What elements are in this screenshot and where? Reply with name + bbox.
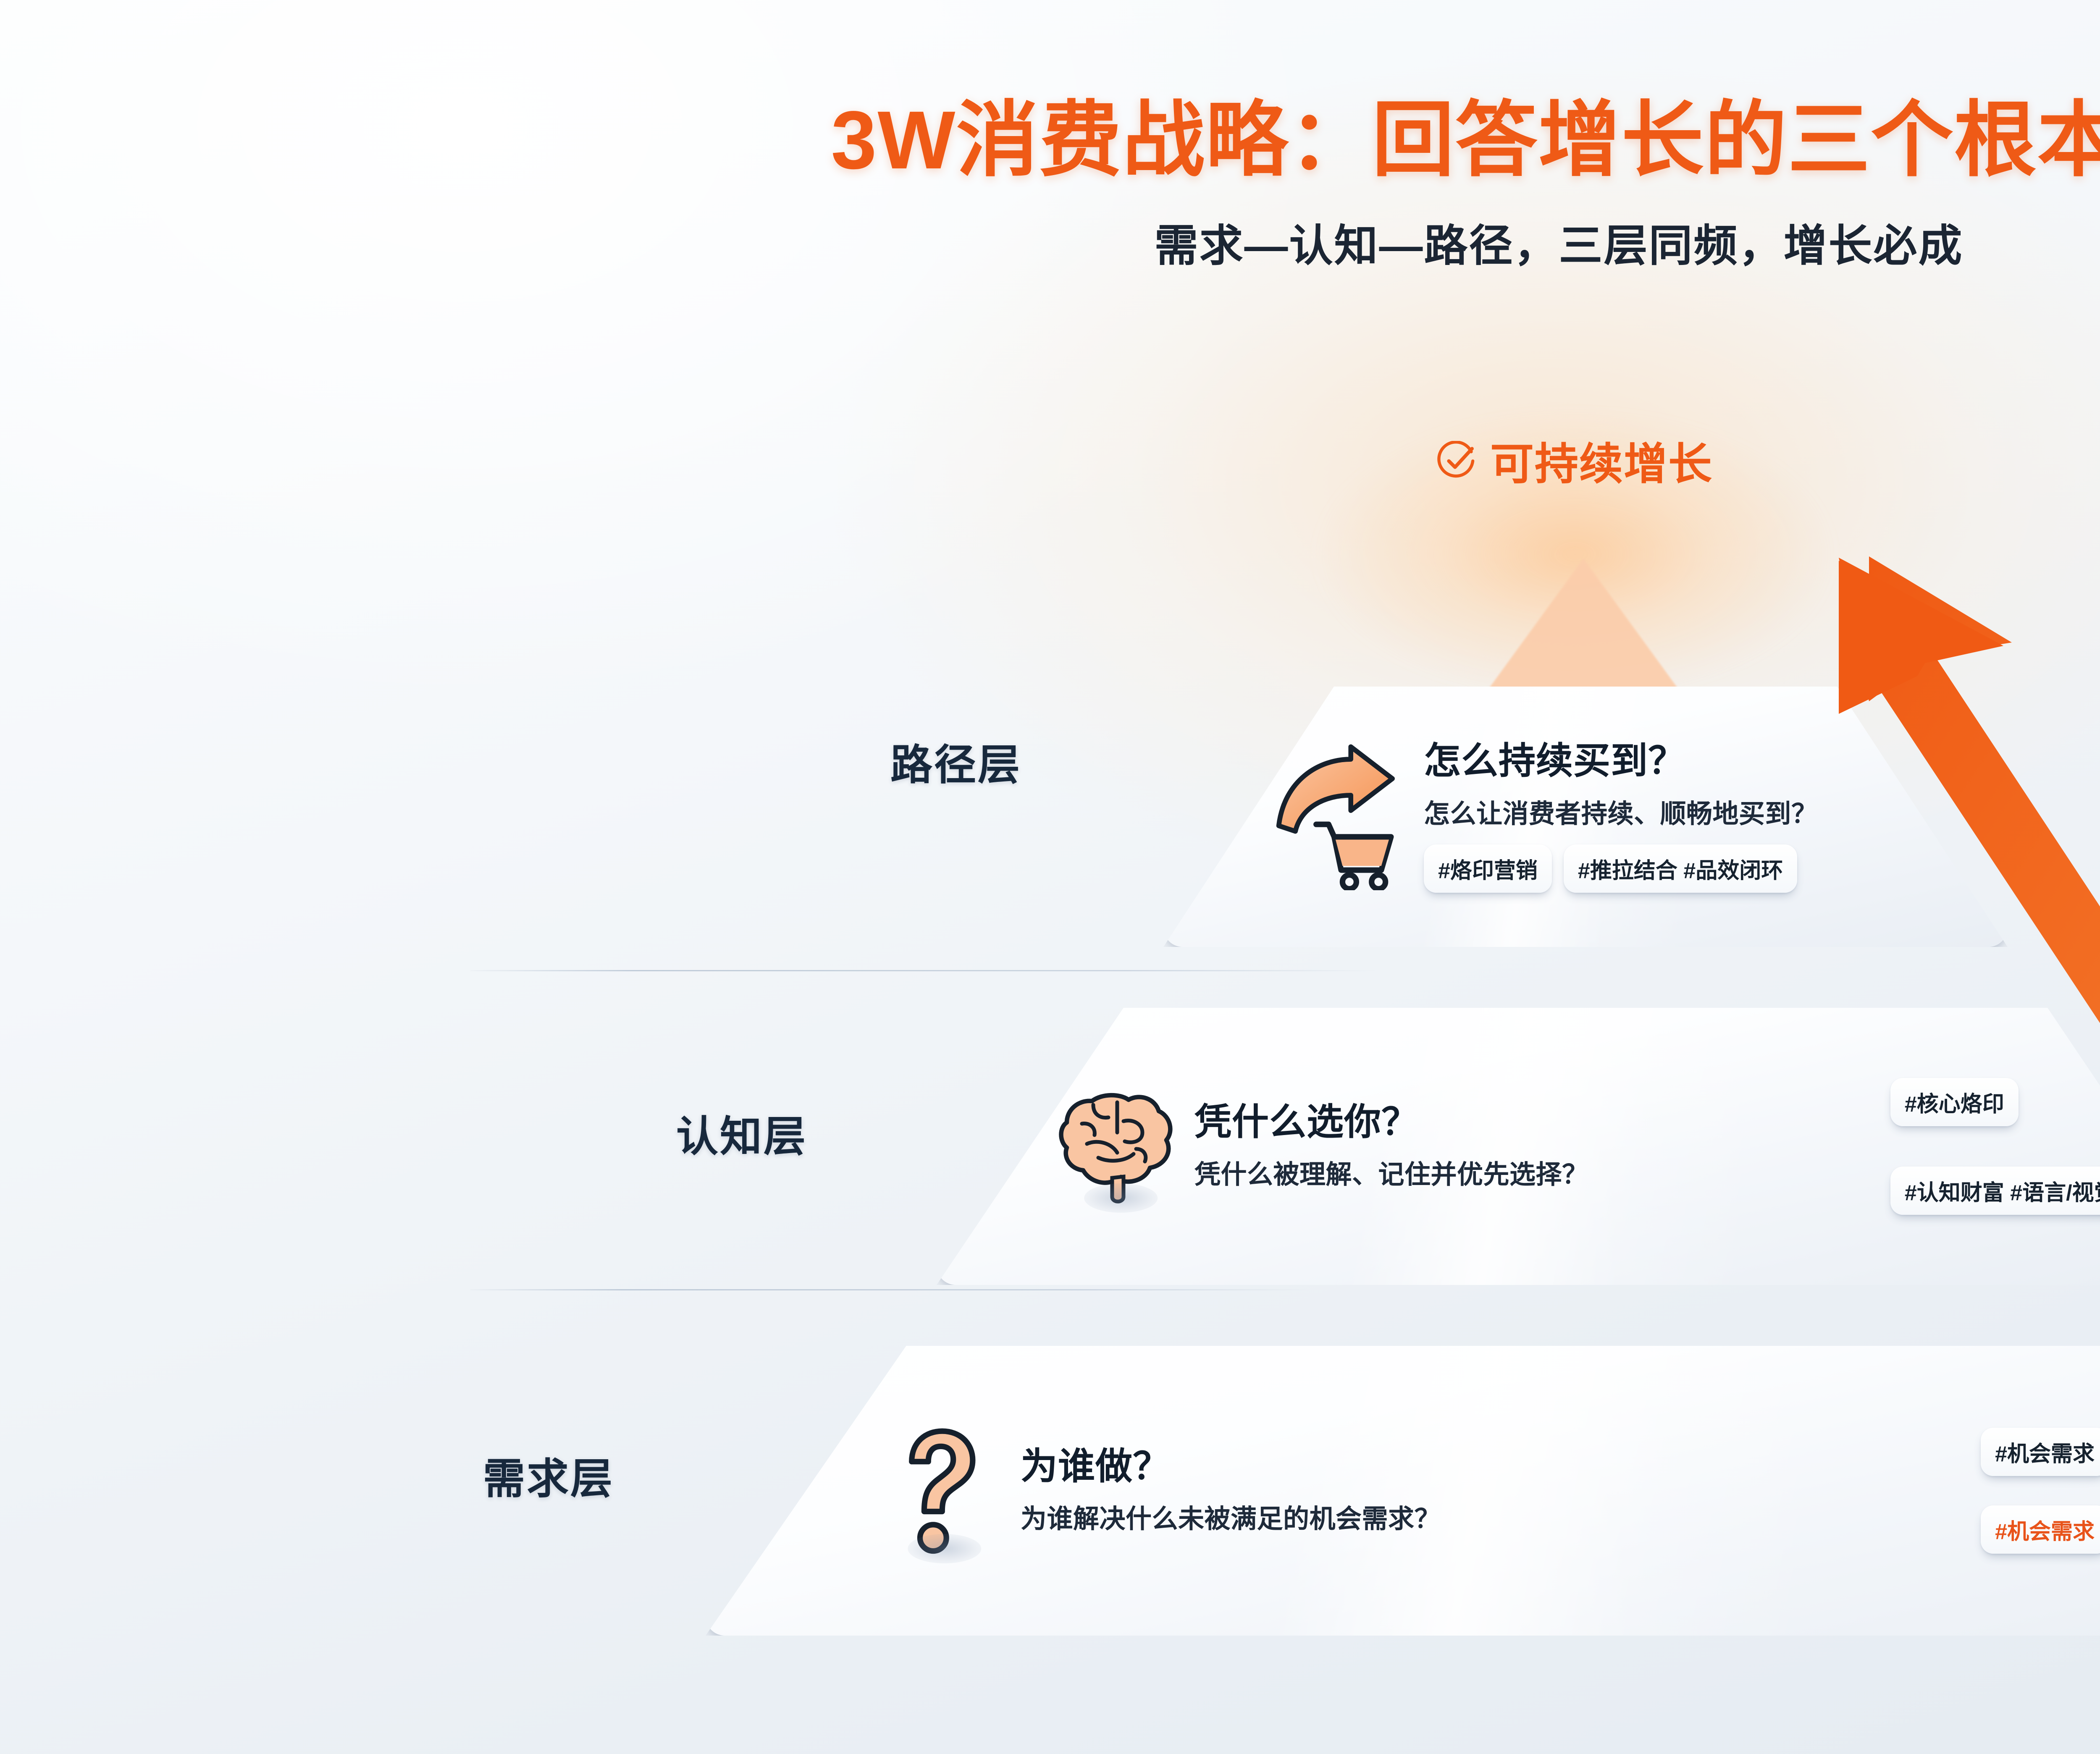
tier-question: 怎么持续买到？ [1424, 740, 1686, 782]
brain-icon [1054, 1083, 1180, 1213]
tier-label-cognition: 认知层 [676, 1113, 807, 1160]
tier-tag-column: #机会需求 #机会需求 #稳态失衡 #SWSNRA [1981, 1428, 2100, 1554]
badge-label: 可持续增长 [1490, 440, 1713, 489]
tier-question: 凭什么选你？ [1194, 1101, 1419, 1143]
icon-shadow [908, 1534, 982, 1563]
header: 3W消费战略：回答增长的三个根本问题 需求—认知—路径，三层同频，增长必成 [0, 97, 2100, 273]
sustainable-growth-badge: 可持续增长 [1344, 428, 1806, 492]
tag-pill[interactable]: #烙印营销 [1424, 844, 1552, 893]
tier-tag-row: #烙印营销 #推拉结合 #品效闭环 [1424, 844, 1945, 893]
tag-pill[interactable]: #机会需求 [1981, 1428, 2100, 1476]
pyramid-apex-triangle [1483, 558, 1684, 697]
icon-shadow [1084, 1183, 1158, 1213]
check-circle-icon [1437, 440, 1475, 477]
question-mark-icon [886, 1421, 995, 1563]
tier-label-path: 路径层 [890, 742, 1021, 789]
arrow-cart-icon [1276, 743, 1415, 892]
tier-description: 为谁解决什么未被满足的机会需求？ [1021, 1505, 1441, 1534]
page-subtitle: 需求—认知—路径，三层同频，增长必成 [1154, 221, 1964, 270]
tier-divider-lower [470, 1289, 1310, 1290]
tier-description: 凭什么被理解、记住并优先选择？ [1194, 1160, 1588, 1190]
tag-pill[interactable]: #核心烙印 [1890, 1078, 2019, 1126]
pyramid-tier-path[interactable]: 怎么持续买到？ 怎么让消费者持续、顺畅地买到？ #烙印营销 #推拉结合 #品效闭… [1163, 687, 2008, 947]
tier-tag-column: #核心烙印 #认知财富 #语言/视觉/产品 [1890, 1078, 2100, 1215]
tier-tag-row: #机会需求 #稳态失衡 #SWSNRA [1981, 1505, 2100, 1554]
tag-pill[interactable]: #推拉结合 #品效闭环 [1563, 844, 1798, 893]
page-title: 3W消费战略：回答增长的三个根本问题 [831, 94, 2100, 186]
tag-pill[interactable]: #认知财富 #语言/视觉/产品 [1890, 1167, 2100, 1215]
tier-label-demand: 需求层 [483, 1455, 614, 1502]
pyramid-tier-cognition[interactable]: 凭什么选你？ 凭什么被理解、记住并优先选择？ #核心烙印 #认知财富 #语言/视… [937, 1008, 2100, 1285]
pyramid-tier-demand[interactable]: 为谁做？ 为谁解决什么未被满足的机会需求？ #机会需求 #机会需求 #稳态失衡 … [706, 1346, 2100, 1636]
tier-description: 怎么让消费者持续、顺畅地买到？ [1424, 799, 1818, 828]
tier-divider-upper [470, 970, 1378, 971]
tier-question: 为谁做？ [1021, 1445, 1171, 1487]
tag-pill-accent[interactable]: #机会需求 [1981, 1505, 2100, 1554]
